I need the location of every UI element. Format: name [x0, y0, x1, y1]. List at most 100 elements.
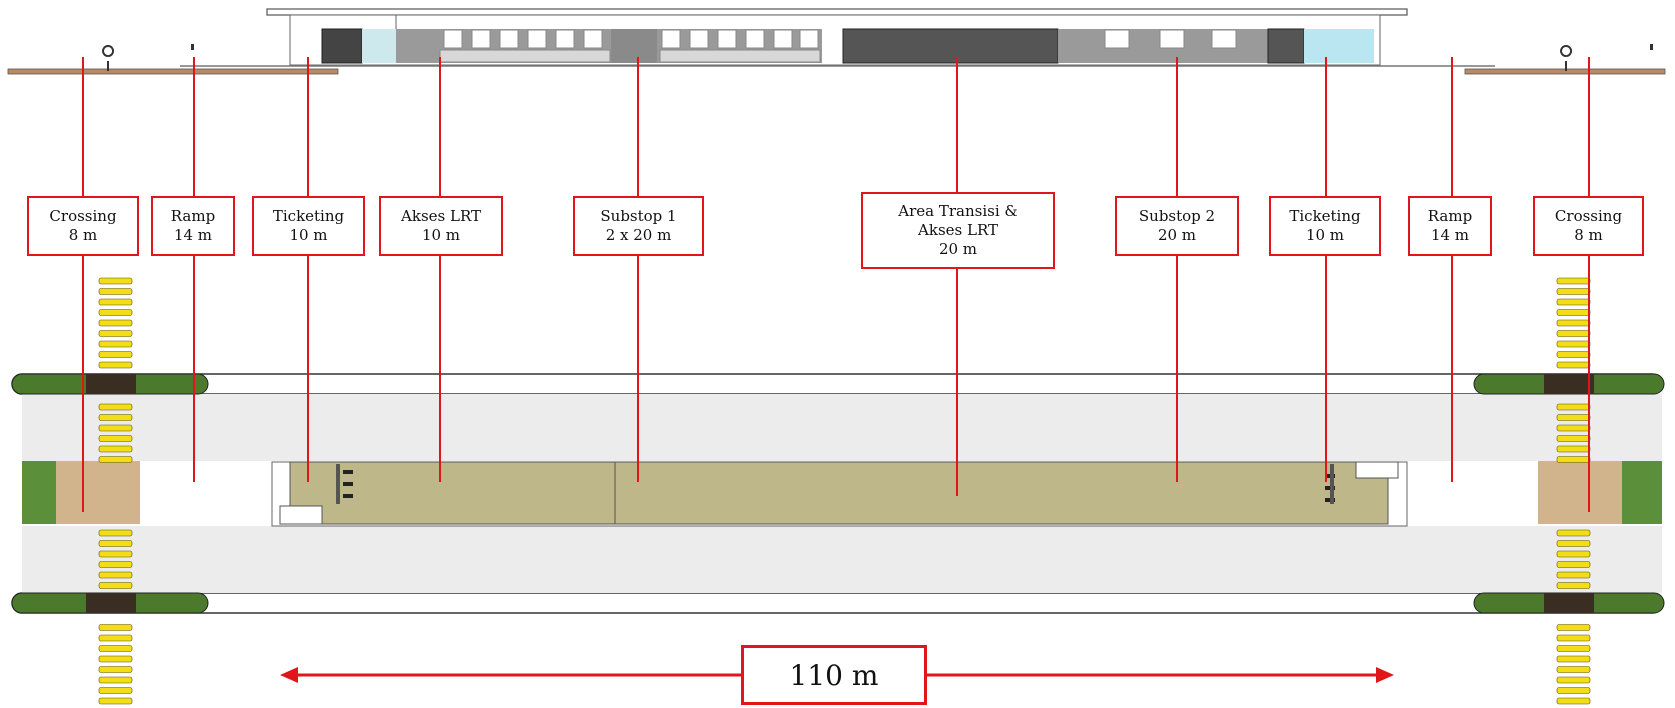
crossing-stripe — [1556, 456, 1591, 463]
ramp-bay-east — [1355, 461, 1399, 479]
grey-section-2 — [611, 29, 657, 63]
crossing-stripe — [1556, 676, 1591, 684]
label-line: 10 m — [421, 226, 461, 244]
label-crossing-west: Crossing 8 m — [27, 196, 139, 256]
label-line: Ticketing — [272, 207, 345, 225]
label-line: Ramp — [1427, 207, 1473, 225]
pedestrian-crossings — [98, 277, 1591, 705]
label-line: 10 m — [289, 226, 328, 244]
patterned-panel-left — [321, 28, 363, 64]
crossing-stripe — [1556, 582, 1591, 589]
crossing-stripe — [1556, 550, 1591, 558]
label-line: 20 m — [1157, 226, 1197, 244]
green-end-east — [1622, 461, 1662, 524]
scale-arrow-left-head — [280, 667, 298, 683]
platform — [289, 461, 1389, 525]
crossing-stripe — [1556, 340, 1591, 348]
gate-bay-west — [336, 464, 340, 504]
glass-panel-right — [1304, 29, 1374, 63]
crossing-stripe — [98, 351, 133, 358]
crossing-stripe — [1556, 697, 1591, 705]
crossing-stripe — [98, 309, 133, 316]
crossing-stripe — [98, 298, 133, 306]
crossing-stripe — [1556, 424, 1591, 432]
crossing-stripe — [98, 540, 133, 547]
label-ticketing-east: Ticketing 10 m — [1269, 196, 1381, 256]
scale-arrow — [280, 667, 1394, 683]
crossing-stripe — [1556, 330, 1591, 337]
label-line: Akses LRT — [401, 207, 481, 225]
label-line: 8 m — [1574, 226, 1603, 244]
label-line: 8 m — [68, 226, 98, 244]
scale-label: 110 m — [741, 645, 927, 705]
station-plan — [11, 277, 1665, 705]
crossing-stripe — [1556, 445, 1591, 453]
label-ramp-west: Ramp 14 m — [151, 196, 235, 256]
label-line: Substop 1 — [600, 207, 677, 225]
crossing-stripe — [1556, 351, 1591, 358]
scale-arrow-right-head — [1376, 667, 1394, 683]
label-substop-1: Substop 1 2 x 20 m — [573, 196, 704, 256]
crossing-stripe — [98, 655, 133, 663]
crossing-stripe — [98, 340, 133, 348]
patterned-panel-right — [1267, 28, 1305, 64]
gates-group-1 — [439, 29, 611, 63]
label-substop-2: Substop 2 20 m — [1115, 196, 1239, 256]
crossing-stripe — [1556, 624, 1591, 631]
south-median — [11, 592, 1663, 614]
crossing-stripe — [98, 424, 133, 432]
crossing-stripe — [1556, 361, 1591, 369]
label-area-transisi: Area Transisi & Akses LRT 20 m — [861, 192, 1055, 269]
crossing-stripe — [98, 561, 133, 568]
label-line: 14 m — [1430, 226, 1470, 244]
crossing-stripe — [98, 645, 133, 652]
crossing-stripe — [1556, 403, 1591, 411]
label-line: Crossing — [49, 207, 117, 225]
crossing-stripe — [1556, 571, 1591, 579]
label-line: 20 m — [938, 240, 978, 258]
patterned-panel-center — [842, 28, 1059, 64]
crossing-stripe — [1556, 666, 1591, 673]
road-north — [22, 394, 1662, 461]
label-line: 14 m — [173, 226, 213, 244]
gates-group-3 — [1104, 29, 1237, 49]
crossing-stripe — [98, 571, 133, 579]
crossing-stripe — [1556, 298, 1591, 306]
label-crossing-east: Crossing 8 m — [1533, 196, 1644, 256]
crossing-stripe — [98, 634, 133, 642]
label-line: Area Transisi & — [898, 202, 1018, 220]
crossing-refuge-sw — [86, 593, 136, 613]
green-end-west — [22, 461, 56, 524]
north-median — [11, 373, 1663, 395]
label-line: Ramp — [170, 207, 216, 225]
crossing-stripe — [1556, 277, 1591, 285]
crossing-stripe — [98, 288, 133, 295]
crossing-stripe — [98, 550, 133, 558]
leader-lines — [82, 57, 1590, 512]
label-line: Substop 2 — [1138, 207, 1216, 225]
tree-icon-left — [102, 45, 115, 71]
glass-panel-left — [362, 29, 396, 63]
label-line: 10 m — [1305, 226, 1345, 244]
crossing-stripe — [98, 456, 133, 463]
label-ramp-east: Ramp 14 m — [1408, 196, 1492, 256]
fare-gate-icon — [343, 494, 353, 498]
fare-gate-icon — [343, 482, 353, 486]
crossing-refuge-ne — [1544, 374, 1594, 394]
gates-group-2 — [659, 29, 821, 63]
crossing-stripe — [1556, 645, 1591, 652]
crossing-stripe — [1556, 540, 1591, 547]
crossing-stripe — [98, 361, 133, 369]
roof — [266, 8, 1408, 16]
crossing-stripe — [98, 582, 133, 589]
crossing-stripe — [1556, 414, 1591, 421]
crossing-stripe — [98, 330, 133, 337]
crossing-stripe — [98, 687, 133, 694]
crossing-refuge-se — [1544, 593, 1594, 613]
gate-bay-east — [1330, 464, 1334, 504]
label-line: Akses LRT — [918, 221, 998, 239]
fare-gate-icon — [343, 470, 353, 474]
crossing-pad-west — [56, 461, 140, 524]
sidewalk-left — [7, 68, 339, 75]
station-elevation — [7, 8, 1666, 75]
